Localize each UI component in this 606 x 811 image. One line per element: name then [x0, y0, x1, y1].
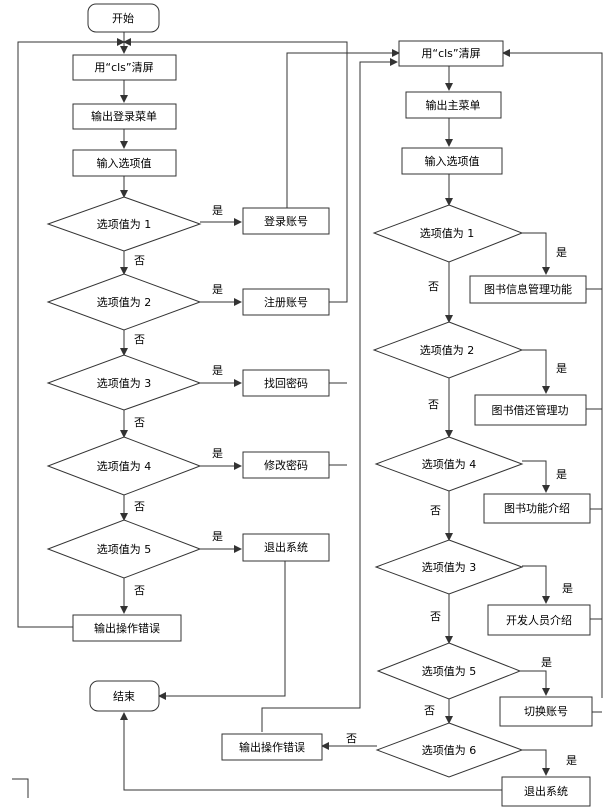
login-decision-1: 选项值为 1 — [46, 196, 202, 252]
login-action-register: 注册账号 — [242, 288, 330, 316]
main-action-exit-label: 退出系统 — [524, 784, 568, 798]
main-error-label: 输出操作错误 — [239, 740, 305, 754]
login-action-recover-label: 找回密码 — [264, 376, 308, 390]
yes-label: 是 — [556, 468, 567, 481]
no-label: 否 — [134, 333, 145, 346]
main-action-switch-account-label: 切换账号 — [524, 704, 568, 718]
main-decision-3: 选项值为 3 — [374, 539, 524, 595]
login-clear-screen: 用“cls”清屏 — [72, 54, 177, 81]
yes-label: 是 — [566, 754, 577, 767]
no-label: 否 — [134, 584, 145, 597]
main-action-book-intro-label: 图书功能介绍 — [504, 501, 570, 515]
main-decision-1: 选项值为 1 — [372, 204, 524, 263]
login-clear-screen-label: 用“cls”清屏 — [94, 61, 153, 74]
no-label: 否 — [134, 500, 145, 513]
login-decision-4-label: 选项值为 4 — [97, 460, 152, 473]
login-input-option-label: 输入选项值 — [97, 156, 152, 170]
login-error-label: 输出操作错误 — [94, 621, 160, 635]
main-action-switch-account: 切换账号 — [499, 696, 593, 727]
no-label: 否 — [428, 398, 439, 411]
main-decision-6-label: 选项值为 6 — [422, 744, 477, 757]
login-action-exit: 退出系统 — [242, 533, 330, 562]
login-output-menu-label: 输出登录菜单 — [91, 109, 157, 123]
main-decision-5-label: 选项值为 5 — [422, 665, 477, 678]
no-label: 否 — [428, 280, 439, 293]
main-decision-4: 选项值为 4 — [374, 436, 524, 492]
end-node: 结束 — [89, 680, 160, 712]
main-action-book-intro: 图书功能介绍 — [483, 493, 591, 524]
login-action-modify: 修改密码 — [242, 451, 330, 479]
yes-label: 是 — [212, 447, 223, 460]
login-decision-3-label: 选项值为 3 — [97, 377, 152, 390]
main-decision-3-label: 选项值为 3 — [422, 561, 477, 574]
main-decision-2: 选项值为 2 — [372, 321, 524, 379]
login-connectors — [17, 32, 400, 700]
no-label: 否 — [430, 504, 441, 517]
main-decision-5: 选项值为 5 — [376, 642, 522, 700]
main-action-exit: 退出系统 — [501, 776, 591, 807]
yes-label: 是 — [562, 582, 573, 595]
end-label: 结束 — [113, 690, 135, 703]
login-action-login: 登录账号 — [242, 207, 330, 235]
yes-label: 是 — [541, 656, 552, 669]
no-label: 否 — [134, 416, 145, 429]
no-label: 否 — [346, 732, 357, 745]
login-decision-2-label: 选项值为 2 — [97, 296, 152, 309]
login-decision-4: 选项值为 4 — [46, 436, 202, 496]
main-action-book-info: 图书信息管理功能 — [469, 275, 587, 304]
main-input-option: 输入选项值 — [401, 147, 503, 175]
login-decision-3: 选项值为 3 — [46, 354, 202, 411]
main-clear-screen-label: 用“cls”清屏 — [421, 47, 480, 60]
main-decision-6: 选项值为 6 — [375, 722, 524, 778]
main-decision-2-label: 选项值为 2 — [420, 344, 475, 357]
main-action-developers-label: 开发人员介绍 — [506, 613, 572, 627]
start-node: 开始 — [87, 3, 160, 33]
login-error: 输出操作错误 — [72, 614, 182, 642]
main-output-menu-label: 输出主菜单 — [426, 98, 481, 112]
yes-label: 是 — [212, 364, 223, 377]
login-decision-5-label: 选项值为 5 — [97, 543, 152, 556]
login-action-recover: 找回密码 — [242, 369, 330, 397]
login-action-login-label: 登录账号 — [264, 214, 308, 228]
login-input-option: 输入选项值 — [72, 149, 177, 177]
yes-label: 是 — [556, 362, 567, 375]
main-connectors — [120, 49, 603, 791]
main-action-borrow-return: 图书借还管理功 — [474, 394, 587, 426]
login-action-register-label: 注册账号 — [264, 295, 308, 309]
login-output-menu: 输出登录菜单 — [72, 103, 177, 130]
yes-label: 是 — [556, 246, 567, 259]
start-label: 开始 — [112, 11, 134, 25]
branch-labels: 是 是 是 是 是 否 否 否 否 否 是 是 是 是 是 是 否 否 否 否 … — [134, 204, 577, 767]
login-action-exit-label: 退出系统 — [264, 540, 308, 554]
no-label: 否 — [424, 704, 435, 717]
yes-label: 是 — [212, 204, 223, 217]
page-corner-mark — [12, 778, 29, 798]
main-output-menu: 输出主菜单 — [405, 91, 502, 119]
main-action-borrow-return-label: 图书借还管理功 — [492, 403, 569, 417]
yes-label: 是 — [212, 283, 223, 296]
main-decision-4-label: 选项值为 4 — [422, 458, 477, 471]
login-decision-1-label: 选项值为 1 — [97, 218, 152, 231]
main-clear-screen: 用“cls”清屏 — [398, 40, 504, 67]
no-label: 否 — [430, 610, 441, 623]
main-error: 输出操作错误 — [221, 733, 323, 761]
main-decision-1-label: 选项值为 1 — [420, 227, 475, 240]
login-action-modify-label: 修改密码 — [264, 458, 308, 472]
no-label: 否 — [134, 254, 145, 267]
main-action-developers: 开发人员介绍 — [487, 604, 591, 636]
yes-label: 是 — [212, 530, 223, 543]
login-decision-5: 选项值为 5 — [46, 519, 202, 579]
main-input-option-label: 输入选项值 — [425, 154, 480, 168]
main-action-book-info-label: 图书信息管理功能 — [484, 282, 572, 296]
login-decision-2: 选项值为 2 — [46, 273, 202, 331]
